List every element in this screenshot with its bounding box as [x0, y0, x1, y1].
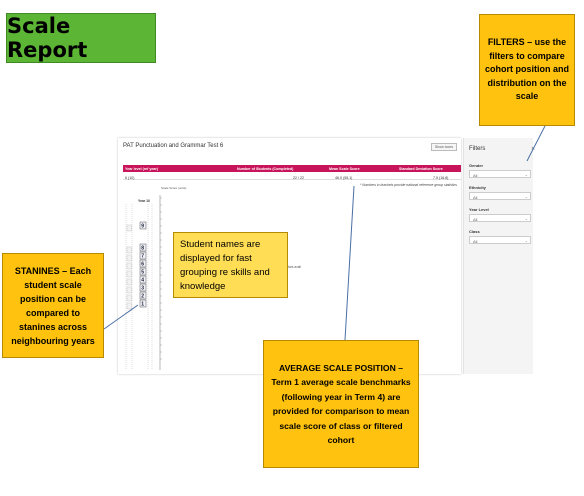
note-student-names: Student names are displayed for fast gro…: [173, 232, 288, 298]
stanine-box: [139, 291, 147, 300]
title-banner: Scale Report: [6, 13, 156, 63]
note-stanines: STANINES – Each student scale position c…: [2, 253, 104, 358]
col-year-level: Year level (ref year): [125, 166, 158, 171]
stanine-label: 9: [141, 223, 144, 229]
stanine-box: [139, 275, 147, 284]
stanine-box: [139, 283, 147, 292]
stanine-label: 7: [141, 253, 144, 259]
stanine-box-neighbour: [126, 302, 132, 310]
report-test-name: PAT Punctuation and Grammar Test 6: [123, 143, 224, 149]
col-mean: Mean Scale Score: [329, 166, 360, 171]
note-average-scale: AVERAGE SCALE POSITION – Term 1 average …: [263, 340, 419, 468]
filters-title: Filters: [469, 146, 486, 152]
stanine-label: 6: [141, 261, 144, 267]
filter-gender-value: All: [473, 172, 478, 178]
stanine-label: 4: [141, 277, 144, 283]
axis-label: Scale Score (units): [161, 186, 186, 190]
col-sd: Standard Deviation Score: [399, 166, 443, 171]
filter-year-level-select[interactable]: All ⌄: [469, 214, 531, 222]
filter-class-label: Class: [469, 229, 480, 234]
stanine-box-neighbour: [126, 246, 132, 254]
cell-year-level: 6 (10): [125, 175, 135, 180]
cell-sd: 7.5 (16.8): [433, 175, 449, 180]
filter-ethnicity-value: All: [473, 194, 478, 200]
chevron-down-icon: ⌄: [524, 172, 528, 177]
filter-class-select[interactable]: All ⌄: [469, 236, 531, 244]
filter-ethnicity-label: Ethnicity: [469, 185, 486, 190]
stanine-label: 1: [141, 301, 144, 307]
chevron-down-icon: ⌄: [524, 194, 528, 199]
filters-panel: Filters ✕ Gender All ⌄ Ethnicity All ⌄ Yea…: [463, 138, 536, 374]
stanine-box: [139, 251, 147, 260]
stanine-box-neighbour: [126, 224, 132, 232]
stanine-box-neighbour: [126, 278, 132, 286]
stanine-box-neighbour: [126, 294, 132, 302]
page-title: Scale Report: [7, 14, 88, 62]
stanine-box-neighbour: [126, 254, 132, 262]
cell-students: 22 / 22: [293, 175, 304, 180]
col-students: Number of Students (Completed): [237, 166, 294, 171]
stanine-box: [139, 221, 147, 230]
stanine-box-neighbour: [126, 286, 132, 294]
filter-class-value: All: [473, 238, 478, 244]
filter-year-level-label: Year Level: [469, 207, 489, 212]
report-screenshot: PAT Punctuation and Grammar Test 6 Show …: [118, 138, 461, 374]
stanine-label: 5: [141, 269, 144, 275]
stanine-box-neighbour: [126, 270, 132, 278]
report-footnote: * Numbers in brackets provide national r…: [359, 183, 457, 187]
scale-ticks: [160, 197, 162, 360]
note-names-text: Student names are displayed for fast gro…: [180, 239, 270, 292]
filter-gender-select[interactable]: All ⌄: [469, 170, 531, 178]
note-stanines-text: STANINES – Each student scale position c…: [11, 265, 95, 346]
stanine-label: 3: [141, 285, 144, 291]
table-row: 6 (10) 22 / 22 46.0 (55.1) 7.5 (16.8): [123, 174, 461, 180]
stanine-box: [139, 299, 147, 308]
stanine-box: [139, 267, 147, 276]
cell-mean: 46.0 (55.1): [335, 175, 353, 180]
stanine-label: 8: [141, 245, 144, 251]
note-filters: FILTERS – use the filters to compare coh…: [479, 14, 575, 126]
show-icons-button[interactable]: Show Icons: [430, 143, 457, 151]
close-icon[interactable]: ✕: [531, 146, 536, 152]
scale-plot: Scale Score (units) Year 10 9 8 7 6 5 4 3 2 1 St…: [125, 186, 301, 370]
year-label: Year 10: [138, 199, 150, 203]
filter-ethnicity-select[interactable]: All ⌄: [469, 192, 531, 200]
stanine-box-neighbour: [126, 262, 132, 270]
stanine-label: 2: [141, 293, 144, 299]
stanine-box: [139, 243, 147, 252]
report-table-header: Year level (ref year) Number of Students…: [123, 165, 461, 172]
note-filters-text: FILTERS – use the filters to compare coh…: [485, 37, 569, 102]
filter-gender-label: Gender: [469, 163, 484, 168]
stanine-column: 9 8 7 6 5 4 3 2 1: [126, 221, 147, 310]
side-text: Stars avail: [286, 265, 301, 269]
chevron-down-icon: ⌄: [524, 238, 528, 243]
stanine-box: [139, 259, 147, 268]
note-average-text: AVERAGE SCALE POSITION – Term 1 average …: [271, 362, 411, 446]
filter-year-level-value: All: [473, 216, 478, 222]
chevron-down-icon: ⌄: [524, 216, 528, 221]
